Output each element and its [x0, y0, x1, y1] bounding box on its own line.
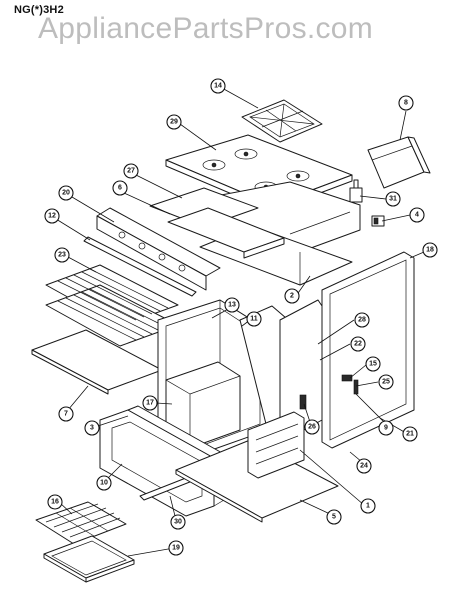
svg-text:2: 2: [290, 293, 294, 300]
svg-text:24: 24: [360, 463, 368, 470]
callout-22: 22: [350, 336, 366, 352]
bottom-plate: [175, 439, 339, 523]
callout-5: 5: [326, 509, 342, 525]
oven-bottom-panel: [31, 329, 163, 395]
callout-2: 2: [284, 288, 300, 304]
svg-text:7: 7: [64, 411, 68, 418]
svg-text:6: 6: [118, 185, 122, 192]
svg-text:30: 30: [174, 519, 182, 526]
svg-text:21: 21: [406, 431, 414, 438]
model-number: NG(*)3H2: [14, 4, 64, 16]
svg-text:13: 13: [228, 302, 236, 309]
callout-10: 10: [96, 475, 112, 491]
svg-text:15: 15: [369, 361, 377, 368]
svg-text:11: 11: [250, 316, 258, 323]
callout-30: 30: [170, 514, 186, 530]
callout-29: 29: [166, 114, 182, 130]
svg-text:29: 29: [170, 119, 178, 126]
callout-18: 18: [422, 242, 438, 258]
callout-6: 6: [112, 180, 128, 196]
watermark: AppliancePartsPros.com: [38, 12, 374, 45]
control-panel: [96, 207, 221, 291]
svg-text:9: 9: [384, 425, 388, 432]
svg-text:28: 28: [358, 317, 366, 324]
callout-23: 23: [54, 247, 70, 263]
callout-25: 25: [378, 374, 394, 390]
callout-16: 16: [47, 494, 63, 510]
callout-24: 24: [356, 458, 372, 474]
callout-15: 15: [365, 356, 381, 372]
callout-28: 28: [354, 312, 370, 328]
callout-8: 8: [398, 95, 414, 111]
svg-text:23: 23: [58, 252, 66, 259]
callout-7: 7: [58, 406, 74, 422]
callout-9: 9: [378, 420, 394, 436]
callout-14: 14: [210, 78, 226, 94]
svg-text:12: 12: [48, 213, 56, 220]
side-panels: [321, 251, 415, 449]
callout-13: 13: [224, 297, 240, 313]
leader-lines: [55, 87, 425, 557]
callout-31: 31: [385, 191, 401, 207]
callout-21: 21: [402, 426, 418, 442]
oven-racks: [45, 264, 179, 347]
callout-27: 27: [123, 163, 139, 179]
valve-parts: [349, 179, 385, 227]
svg-text:5: 5: [332, 514, 336, 521]
svg-text:22: 22: [354, 341, 362, 348]
svg-text:4: 4: [415, 212, 419, 219]
callout-20: 20: [58, 185, 74, 201]
broiler-pan-grid: [35, 501, 127, 545]
svg-text:20: 20: [62, 190, 70, 197]
svg-text:25: 25: [382, 379, 390, 386]
callout-3: 3: [84, 420, 100, 436]
svg-text:26: 26: [308, 424, 316, 431]
svg-text:1: 1: [366, 503, 370, 510]
svg-text:8: 8: [404, 100, 408, 107]
callout-26: 26: [304, 419, 320, 435]
svg-text:3: 3: [90, 425, 94, 432]
svg-text:31: 31: [389, 196, 397, 203]
svg-text:14: 14: [214, 83, 222, 90]
svg-text:17: 17: [146, 400, 154, 407]
callout-1: 1: [360, 498, 376, 514]
callout-19: 19: [168, 540, 184, 556]
back-guard: [367, 136, 431, 189]
svg-text:19: 19: [172, 545, 180, 552]
svg-text:18: 18: [426, 247, 434, 254]
callout-17: 17: [142, 395, 158, 411]
svg-text:27: 27: [127, 168, 135, 175]
burner-assembly: [247, 411, 305, 479]
inner-frame: [279, 299, 359, 441]
callout-12: 12: [44, 208, 60, 224]
callout-4: 4: [409, 207, 425, 223]
burner-grate: [241, 99, 323, 143]
top-panels: [149, 187, 285, 259]
broiler-pan: [43, 535, 135, 583]
svg-text:16: 16: [51, 499, 59, 506]
callout-11: 11: [246, 311, 262, 327]
svg-text:10: 10: [100, 480, 108, 487]
